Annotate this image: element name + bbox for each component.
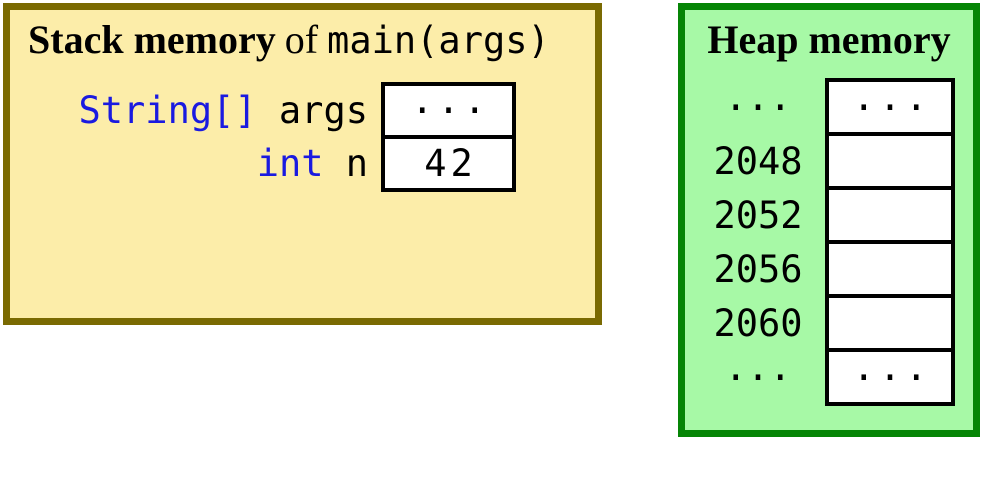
memory-cell: [825, 294, 955, 352]
heap-row: 2060: [699, 294, 955, 352]
variable-type: int: [256, 142, 324, 185]
heap-row: ··· ···: [699, 348, 955, 406]
memory-cell-value: ···: [852, 355, 932, 399]
variable-name: n: [345, 142, 368, 185]
stack-title-function: main(args): [327, 19, 550, 62]
heap-memory-box: Heap memory ··· ··· 2048 2052 2056 2060: [678, 3, 980, 437]
heap-cells: ··· ··· 2048 2052 2056 2060 ··· ···: [699, 78, 955, 406]
stack-title-connector: of: [284, 17, 319, 62]
variable-type: String[]: [78, 89, 257, 132]
memory-cell-value: ···: [411, 89, 490, 132]
heap-address-label: 2052: [713, 193, 803, 237]
memory-cell: [825, 186, 955, 244]
memory-cell: ···: [381, 82, 516, 139]
heap-title: Heap memory: [707, 17, 951, 62]
memory-cell: [825, 132, 955, 190]
heap-row: 2052: [699, 186, 955, 244]
heap-row: 2056: [699, 240, 955, 298]
heap-address-label: 2060: [713, 301, 803, 345]
heap-row: 2048: [699, 132, 955, 190]
memory-cell: ···: [825, 348, 955, 406]
heap-address-label: 2048: [713, 139, 803, 183]
memory-cell: [825, 240, 955, 298]
heap-row: ··· ···: [699, 78, 955, 136]
memory-cell-value: ···: [852, 85, 932, 129]
heap-address-label: 2056: [713, 247, 803, 291]
stack-variable-row: String[] args ···: [20, 82, 516, 139]
memory-cell-value: 42: [424, 142, 477, 185]
variable-name: args: [278, 89, 368, 132]
memory-cell: 42: [381, 135, 516, 192]
heap-address-label: ···: [724, 355, 792, 399]
memory-cell: ···: [825, 78, 955, 136]
variable-declaration: String[] args: [20, 89, 368, 132]
heap-address-label: ···: [724, 85, 792, 129]
stack-title-label: Stack memory: [28, 17, 276, 62]
